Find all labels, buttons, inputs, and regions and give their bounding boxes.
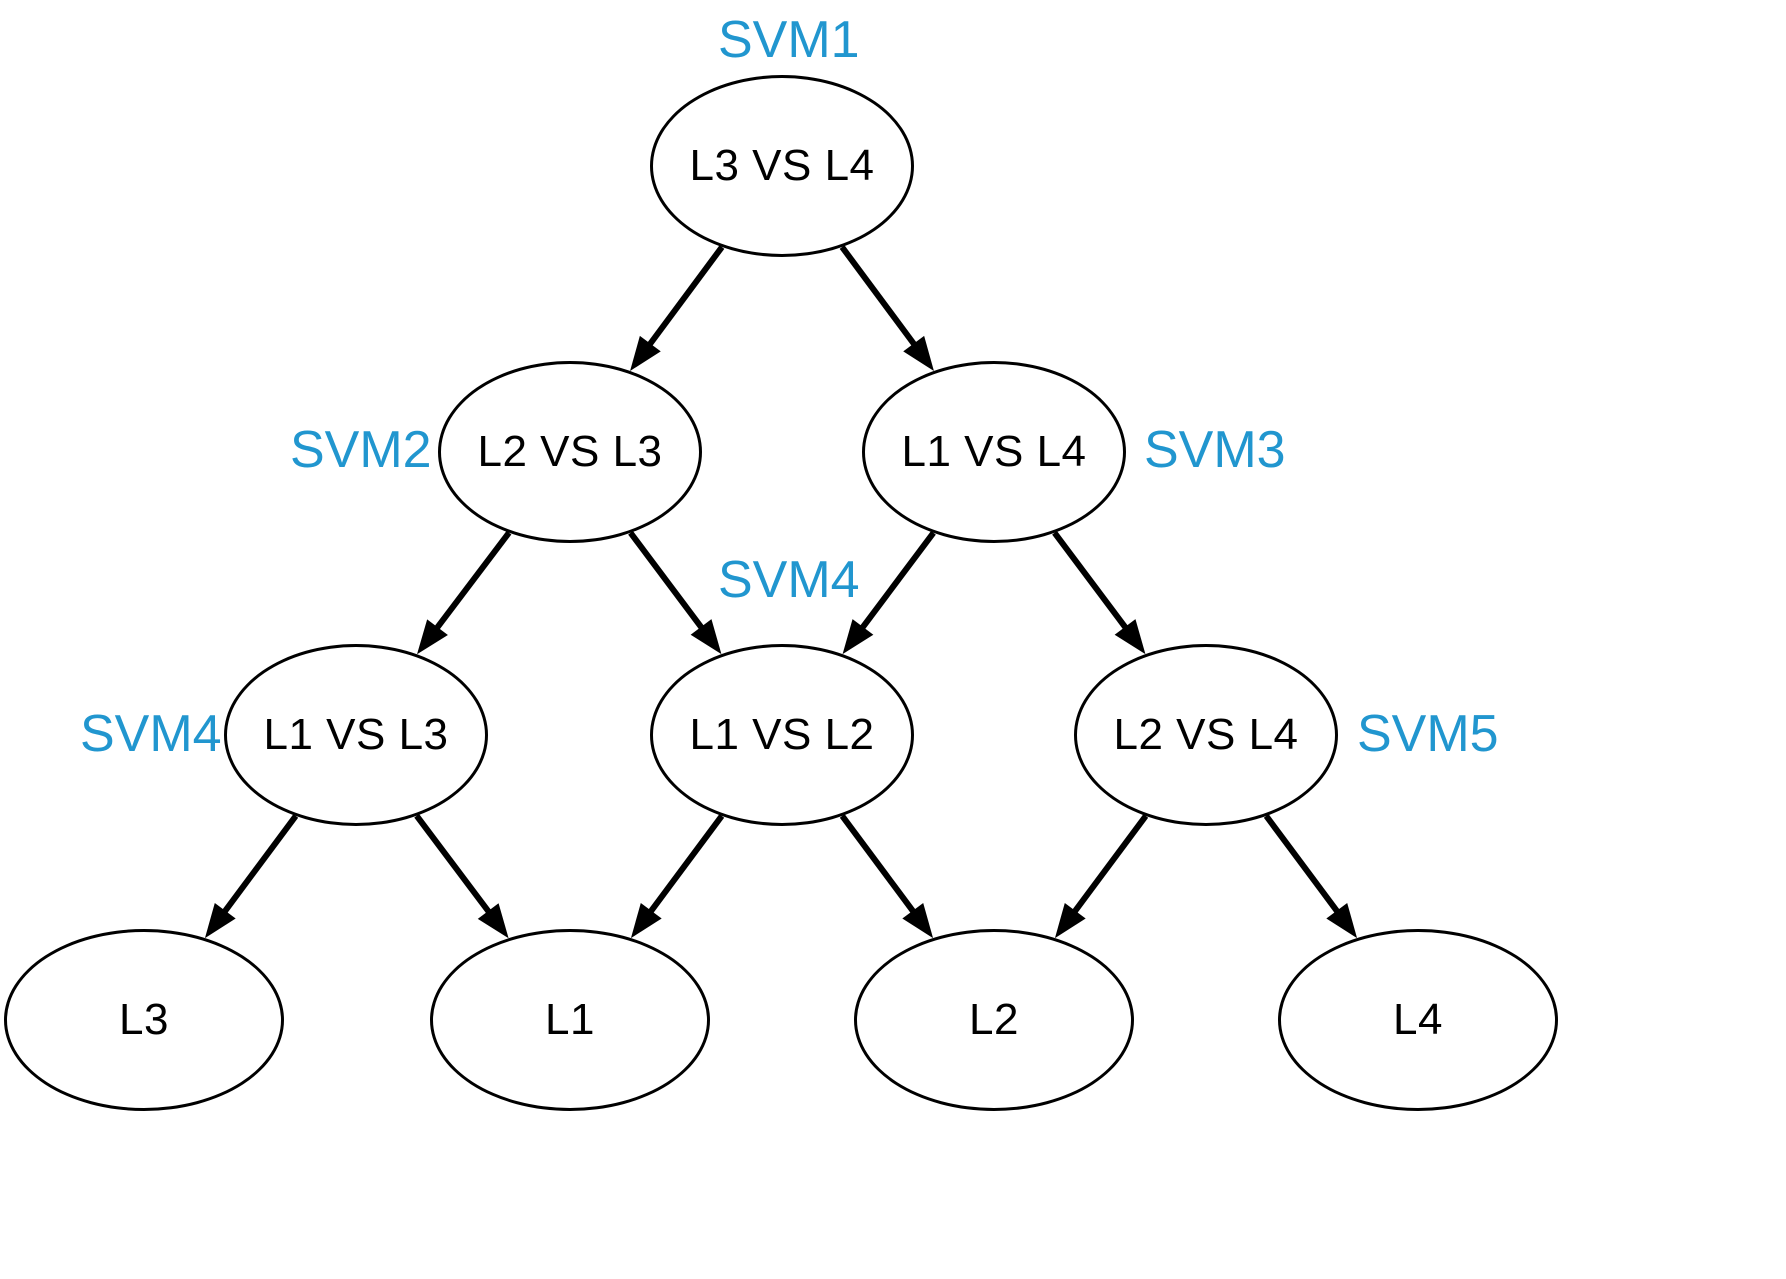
tree-node-l1[interactable]: L1: [430, 929, 710, 1111]
tree-node-l1vsl3[interactable]: L1 VS L3: [224, 644, 488, 826]
edge-l1vsl4-to-l2vsl4: [1052, 531, 1146, 655]
tree-node-l1vsl2[interactable]: L1 VS L2: [650, 644, 914, 826]
tree-node-l2[interactable]: L2: [854, 929, 1134, 1111]
tree-node-l4[interactable]: L4: [1278, 929, 1558, 1111]
node-label: L2 VS L4: [1113, 710, 1299, 759]
edge-l1vsl2-to-l2: [839, 814, 934, 939]
edge-l2vsl4-to-l4: [1263, 814, 1358, 939]
svm-tag-svm1: SVM1: [718, 11, 860, 69]
svm-tag-svm3: SVM3: [1144, 421, 1286, 479]
node-label: L3 VS L4: [689, 141, 875, 190]
node-label: L1: [545, 995, 595, 1044]
node-label: L2 VS L3: [477, 427, 663, 476]
edge-l3vsl4-to-l2vsl3: [630, 245, 725, 371]
edge-l2vsl3-to-l1vsl3: [417, 530, 512, 655]
tree-node-l3vsl4[interactable]: L3 VS L4: [650, 75, 914, 257]
tree-node-l2vsl4[interactable]: L2 VS L4: [1074, 644, 1338, 826]
edge-l1vsl3-to-l3: [204, 814, 299, 939]
svm-tag-svm5: SVM5: [1357, 705, 1499, 763]
node-label: L1 VS L2: [689, 710, 875, 759]
node-label: L3: [119, 995, 169, 1044]
node-label: L1 VS L4: [901, 427, 1087, 476]
svm-tag-svm4_mid: SVM4: [718, 551, 860, 609]
svm-tag-svm2: SVM2: [290, 421, 432, 479]
node-label: L2: [969, 995, 1019, 1044]
edge-l1vsl4-to-l1vsl2: [842, 531, 936, 655]
edge-l2vsl3-to-l1vsl2: [628, 531, 722, 655]
tree-node-l1vsl4[interactable]: L1 VS L4: [862, 361, 1126, 543]
node-label: L4: [1393, 995, 1443, 1044]
edge-l2vsl4-to-l2: [1054, 814, 1149, 939]
tree-node-l2vsl3[interactable]: L2 VS L3: [438, 361, 702, 543]
svm-tag-svm4_left: SVM4: [80, 705, 222, 763]
tree-node-l3[interactable]: L3: [4, 929, 284, 1111]
edge-l1vsl3-to-l1: [414, 814, 509, 939]
edge-l1vsl2-to-l1: [630, 814, 725, 939]
node-label: L1 VS L3: [263, 710, 449, 759]
edge-l3vsl4-to-l1vsl4: [839, 245, 934, 371]
